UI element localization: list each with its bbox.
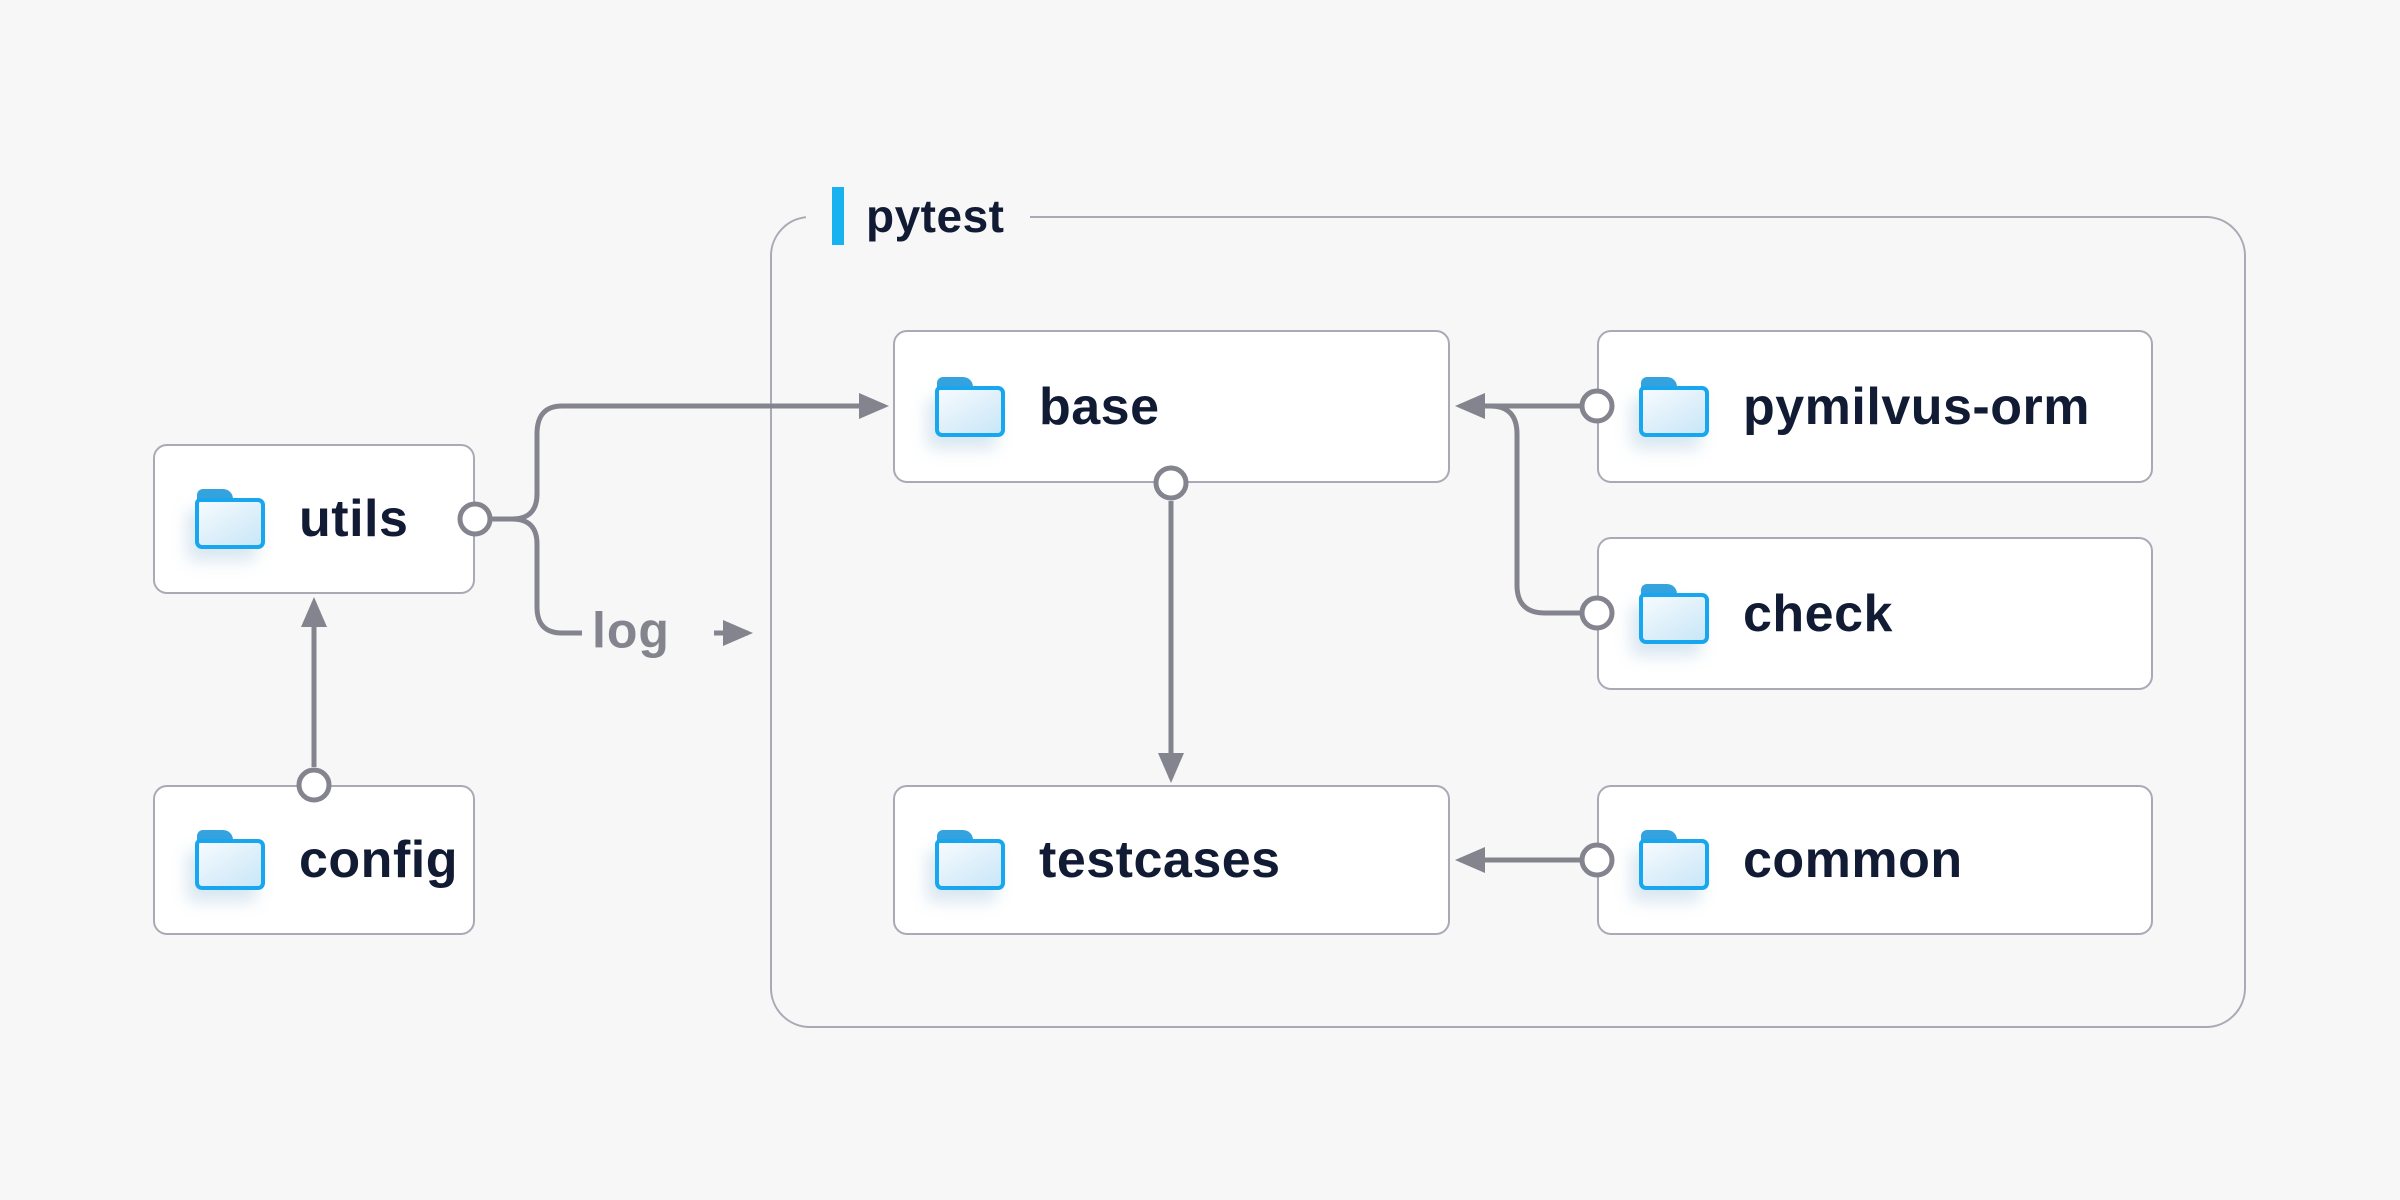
- folder-icon: [1639, 830, 1709, 890]
- node-utils: utils: [153, 444, 475, 594]
- node-label: common: [1743, 831, 1963, 889]
- node-label: base: [1039, 377, 1160, 436]
- folder-icon: [195, 489, 265, 549]
- node-label: config: [299, 831, 458, 889]
- node-base: base: [893, 330, 1450, 483]
- edge-utils-log: [511, 516, 582, 636]
- edge-label-log: log: [592, 602, 670, 659]
- pytest-group: pytest: [770, 179, 2246, 1028]
- folder-icon: [935, 830, 1005, 890]
- node-common: common: [1597, 785, 2153, 935]
- node-check: check: [1597, 537, 2153, 690]
- folder-icon: [935, 376, 1005, 437]
- folder-icon: [1639, 583, 1709, 644]
- folder-icon: [195, 830, 265, 890]
- node-label: check: [1743, 584, 1893, 643]
- folder-icon: [1639, 376, 1709, 437]
- node-label: testcases: [1039, 831, 1281, 889]
- node-config: config: [153, 785, 475, 935]
- node-testcases: testcases: [893, 785, 1450, 935]
- accent-bar-icon: [832, 187, 844, 245]
- node-pymilvus-orm: pymilvus-orm: [1597, 330, 2153, 483]
- group-label-text: pytest: [866, 190, 1005, 242]
- pytest-group-label: pytest: [806, 179, 1031, 253]
- node-label: utils: [299, 490, 409, 548]
- node-label: pymilvus-orm: [1743, 377, 2090, 436]
